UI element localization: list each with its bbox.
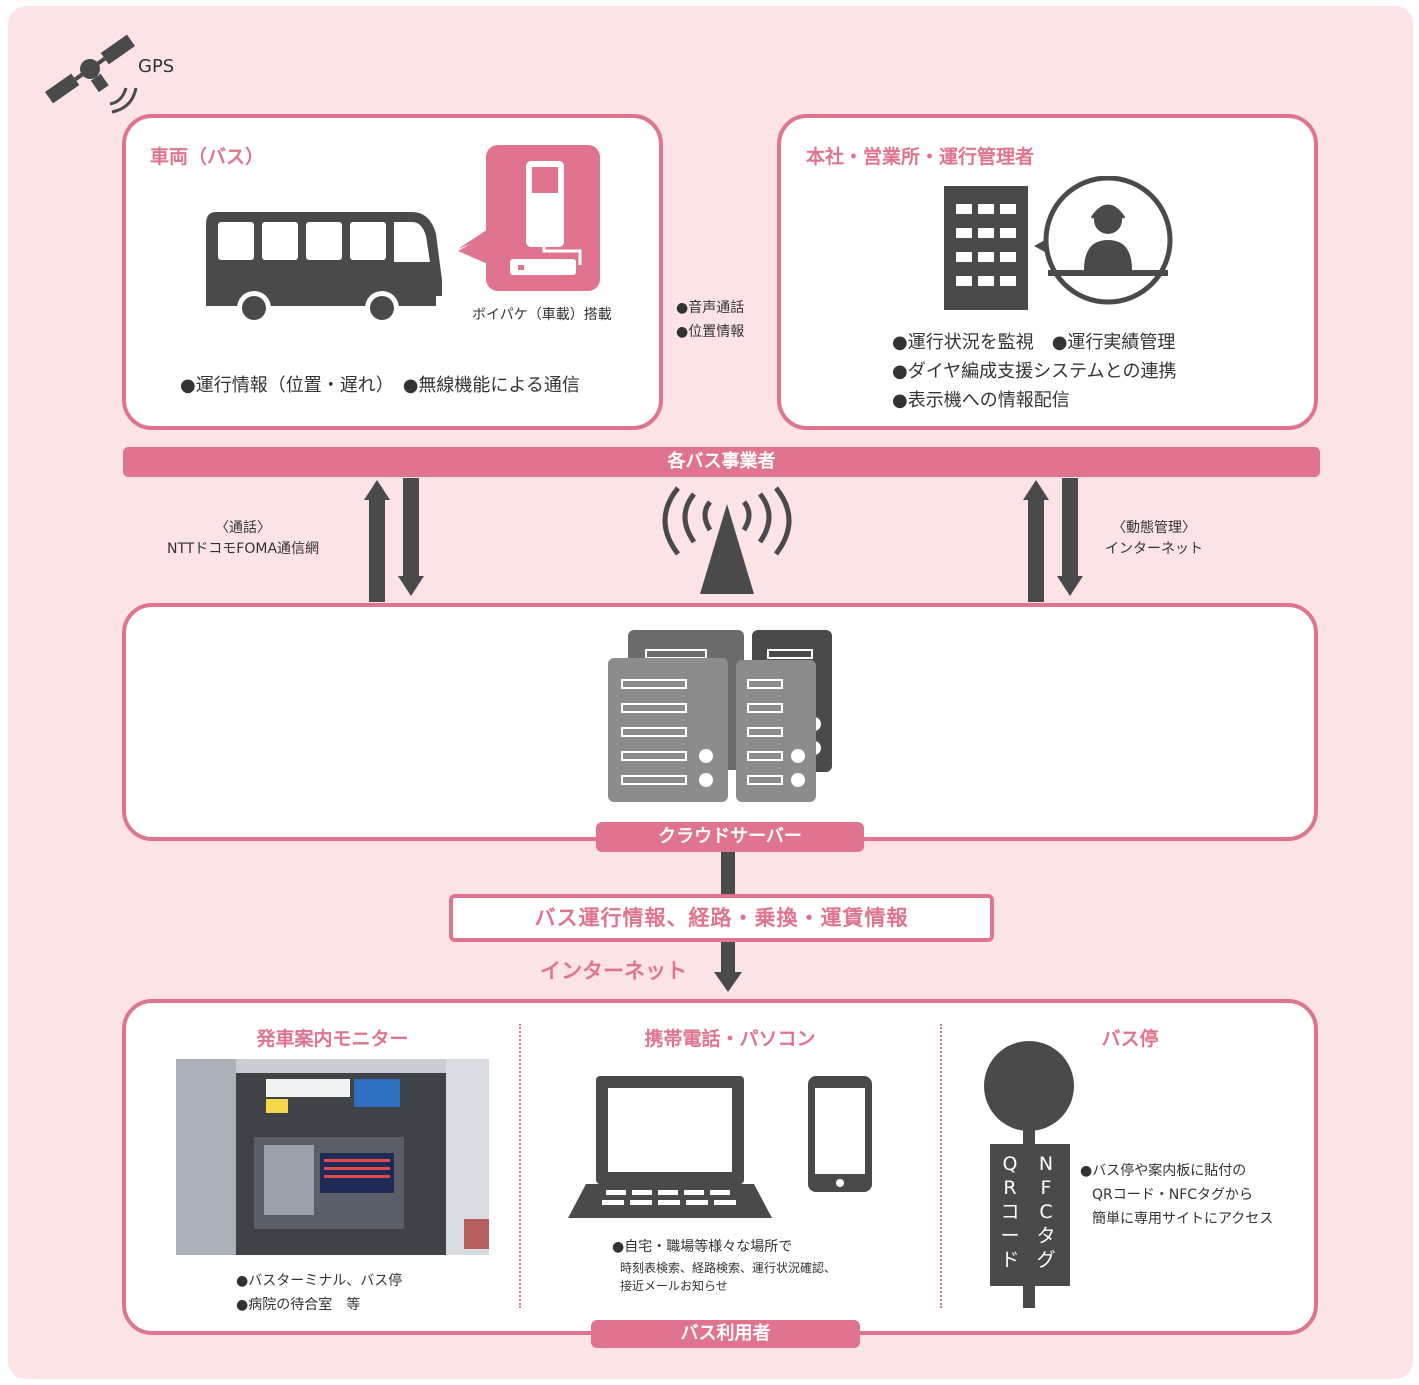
mobile-line-1: ●自宅・職場等様々な場所で — [612, 1239, 793, 1255]
office-duty-3: ●表示機への情報配信 — [892, 390, 1070, 411]
operators-bar: 各バス事業者 — [123, 447, 1320, 477]
busstop-line-1: ●バス停や案内板に貼付の — [1080, 1163, 1247, 1179]
onboard-device-icon — [458, 145, 600, 291]
busstop-description: ●バス停や案内板に貼付の QRコード・NFCタグから 簡単に専用サイトにアクセス — [1080, 1159, 1273, 1231]
device-caption: ボイパケ（車載）搭載 — [472, 307, 612, 323]
gps-label: GPS — [138, 56, 175, 77]
busstop-title: バス停 — [1101, 1028, 1159, 1050]
mobile-line-3: 接近メールお知らせ — [620, 1279, 728, 1293]
nfc-tag-label: NFCタグ — [1036, 1153, 1056, 1271]
link-labels: ●音声通話 ●位置情報 — [676, 296, 744, 344]
office-card — [777, 114, 1318, 430]
departure-monitor-photo — [176, 1059, 489, 1255]
monitor-title: 発車案内モニター — [256, 1028, 409, 1050]
left-link-network: NTTドコモFOMA通信網 — [166, 541, 320, 557]
monitor-location-1: ●バスターミナル、バス停 — [236, 1273, 403, 1289]
info-box — [449, 894, 994, 942]
divider-1 — [519, 1024, 521, 1308]
office-duty-1: ●運行状況を監視 ●運行実績管理 — [892, 332, 1176, 353]
position-info-label: ●位置情報 — [676, 324, 745, 340]
right-link-network: インターネット — [1105, 541, 1203, 557]
mobile-line-2: 時刻表検索、経路検索、運行状況確認、 — [620, 1261, 837, 1275]
left-link-type: 〈通話〉 — [215, 520, 271, 536]
divider-2 — [940, 1024, 942, 1308]
mobile-details: 時刻表検索、経路検索、運行状況確認、 接近メールお知らせ — [620, 1259, 836, 1295]
bus-stop-icon — [984, 1041, 1074, 1308]
info-box-text: バス運行情報、経路・乗換・運賃情報 — [534, 906, 909, 930]
monitor-location-2: ●病院の待合室 等 — [236, 1297, 361, 1313]
qr-code-tag-label: QRコード — [1000, 1153, 1020, 1271]
right-link-type: 〈動態管理〉 — [1112, 520, 1196, 536]
office-building-icon — [944, 176, 1173, 310]
left-link-labels: 〈通話〉 NTTドコモFOMA通信網 — [150, 518, 336, 560]
vehicle-title: 車両（バス） — [150, 146, 265, 168]
vehicle-features: ●運行情報（位置・遅れ） ●無線機能による通信 — [180, 375, 580, 396]
right-bidirectional-arrow — [1023, 478, 1083, 602]
laptop-and-phone-icon — [568, 1076, 872, 1218]
office-duties: ●運行状況を監視 ●運行実績管理 ●ダイヤ編成支援システムとの連携 ●表示機への… — [892, 328, 1176, 415]
mobile-title: 携帯電話・パソコン — [644, 1028, 816, 1050]
office-title: 本社・営業所・運行管理者 — [806, 146, 1035, 168]
cloud-server-bar: クラウドサーバー — [596, 822, 864, 852]
bus-icon — [206, 212, 442, 325]
left-bidirectional-arrow — [364, 478, 424, 602]
satellite-icon — [45, 34, 138, 114]
busstop-line-3: 簡単に専用サイトにアクセス — [1092, 1211, 1274, 1227]
office-duty-2: ●ダイヤ編成支援システムとの連携 — [892, 361, 1177, 382]
monitor-locations: ●バスターミナル、バス停 ●病院の待合室 等 — [236, 1269, 402, 1317]
internet-label: インターネット — [540, 959, 687, 983]
server-icon — [608, 630, 832, 802]
right-link-labels: 〈動態管理〉 インターネット — [1096, 518, 1212, 560]
voice-call-label: ●音声通話 — [676, 300, 745, 316]
antenna-icon — [662, 486, 792, 594]
bus-users-bar: バス利用者 — [591, 1320, 860, 1348]
busstop-line-2: QRコード・NFCタグから — [1092, 1187, 1254, 1203]
